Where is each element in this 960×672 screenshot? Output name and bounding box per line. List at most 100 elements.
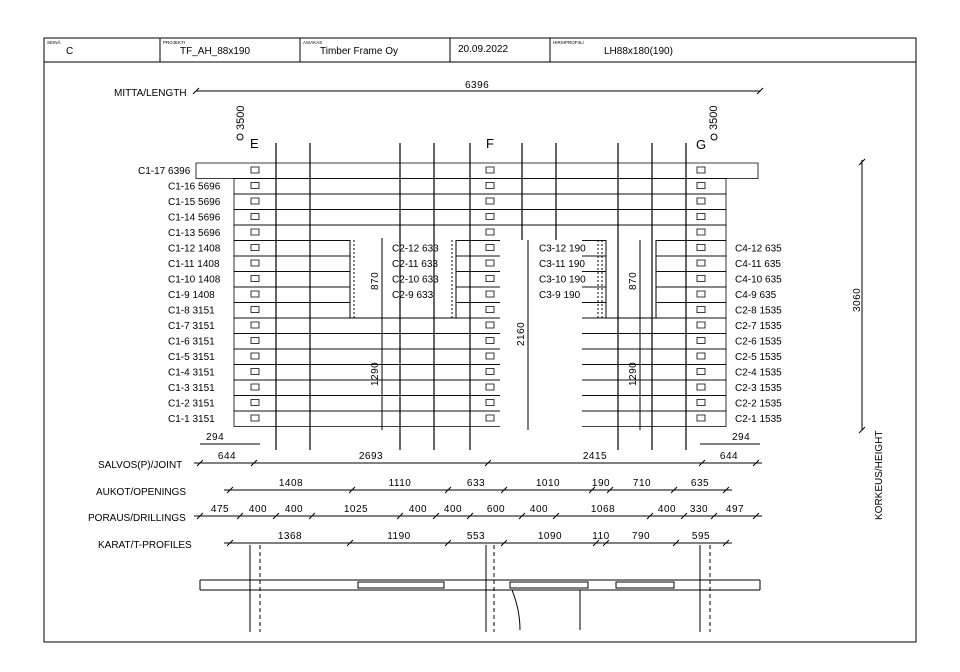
drillings-tick (309, 513, 315, 519)
header-wall-label: SEINÄ (47, 39, 61, 45)
drill-mark (697, 245, 705, 251)
header-client-label: ASIAKAS (303, 40, 322, 45)
drill-mark (697, 183, 705, 189)
drill-mark (697, 353, 705, 359)
corner-f-letter: F (486, 136, 494, 151)
log-label-right: C2-4 1535 (735, 368, 782, 379)
drill-mark (486, 415, 494, 421)
drill-mark (251, 322, 259, 328)
drillings-value: 400 (409, 504, 427, 515)
openings-tick (671, 487, 677, 493)
corner-g-letter: G (696, 137, 706, 152)
drill-mark (486, 400, 494, 406)
joint-value: 644 (720, 451, 738, 462)
openings-value: 1408 (279, 478, 303, 489)
joint-tick (197, 460, 203, 466)
length-value: 6396 (465, 80, 489, 91)
tprofiles-value: 1090 (538, 531, 562, 542)
drill-mark (486, 245, 494, 251)
drill-mark (697, 369, 705, 375)
right-end-dim: 294 (732, 432, 750, 443)
drill-mark (486, 276, 494, 282)
opening-2-window (598, 240, 656, 430)
drill-mark (486, 353, 494, 359)
drillings-value: 497 (726, 504, 744, 515)
opening-1-log: C2-9 633 (392, 290, 434, 301)
log-label-left: C1-5 3151 (168, 352, 215, 363)
tprofiles-value: 110 (592, 531, 609, 542)
drillings-value: 400 (249, 504, 267, 515)
drill-mark (486, 338, 494, 344)
tprofiles-tick (347, 540, 353, 546)
wall-log (234, 411, 726, 427)
openings-tick (445, 487, 451, 493)
drill-mark (486, 384, 494, 390)
header-date-value: 20.09.2022 (458, 44, 508, 55)
tprofiles-tick (227, 540, 233, 546)
tprofiles-value: 1190 (387, 531, 411, 542)
tprofiles-tick (603, 540, 609, 546)
drillings-tick (433, 513, 439, 519)
drillings-value: 330 (690, 504, 708, 515)
log-label-left: C1-11 1408 (168, 259, 220, 270)
drill-mark (486, 167, 494, 173)
sheet-border (44, 38, 916, 642)
openings-value: 633 (467, 478, 485, 489)
drillings-tick (467, 513, 473, 519)
drill-mark (251, 260, 259, 266)
drill-mark (697, 322, 705, 328)
joint-tick (485, 460, 491, 466)
drillings-value: 475 (211, 504, 229, 515)
drill-mark (697, 229, 705, 235)
drill-mark (251, 229, 259, 235)
drillings-value: 400 (444, 504, 462, 515)
log-label-left: C1-3 3151 (168, 383, 215, 394)
wall-log (196, 163, 758, 179)
drill-mark (251, 198, 259, 204)
opening-2-log: C3-9 190 (539, 290, 581, 301)
openings-tick (227, 487, 233, 493)
opening-2-log: C3-11 190 (539, 259, 585, 270)
joint-value: 2693 (359, 451, 383, 462)
drillings-value: 400 (285, 504, 303, 515)
drill-mark (697, 291, 705, 297)
drillings-value: 400 (658, 504, 676, 515)
opening-1-sill: 1290 (370, 362, 381, 386)
drillings-value: 600 (487, 504, 505, 515)
opening-1-height: 870 (370, 272, 381, 290)
drillings-tick (647, 513, 653, 519)
total-height: 3060 (852, 288, 863, 312)
joint-value: 2415 (583, 451, 607, 462)
opening-1-log: C2-12 633 (392, 244, 439, 255)
log-label-left: C1-12 1408 (168, 244, 221, 255)
opening-1-window (350, 238, 456, 430)
drill-mark (486, 198, 494, 204)
drillings-tick (711, 513, 717, 519)
drill-mark (251, 291, 259, 297)
openings-tick (723, 487, 729, 493)
joint-tick (753, 460, 759, 466)
header-wall-value: C (66, 46, 73, 57)
joint-value: 644 (218, 451, 236, 462)
door-height: 2160 (516, 322, 527, 346)
drill-mark (486, 291, 494, 297)
drill-mark (486, 260, 494, 266)
log-label-right: C4-11 635 (735, 259, 781, 270)
drillings-tick (273, 513, 279, 519)
log-label-left: C1-1 3151 (168, 414, 215, 425)
opening-2-log: C3-12 190 (539, 244, 586, 255)
log-label-left: C1-13 5696 (168, 228, 221, 239)
left-end-dim: 294 (206, 432, 224, 443)
drill-mark (697, 400, 705, 406)
tprofiles-tick (501, 540, 507, 546)
opening-2-log: C3-10 190 (539, 275, 586, 286)
drill-mark (251, 369, 259, 375)
drillings-tick (197, 513, 203, 519)
drillings-tick (519, 513, 525, 519)
tprofiles-tick (673, 540, 679, 546)
header-profile-value: LH88x180(190) (604, 46, 673, 57)
tprofiles-tick (593, 540, 599, 546)
log-label-right: C2-5 1535 (735, 352, 782, 363)
tprofiles-value: 1368 (278, 531, 302, 542)
